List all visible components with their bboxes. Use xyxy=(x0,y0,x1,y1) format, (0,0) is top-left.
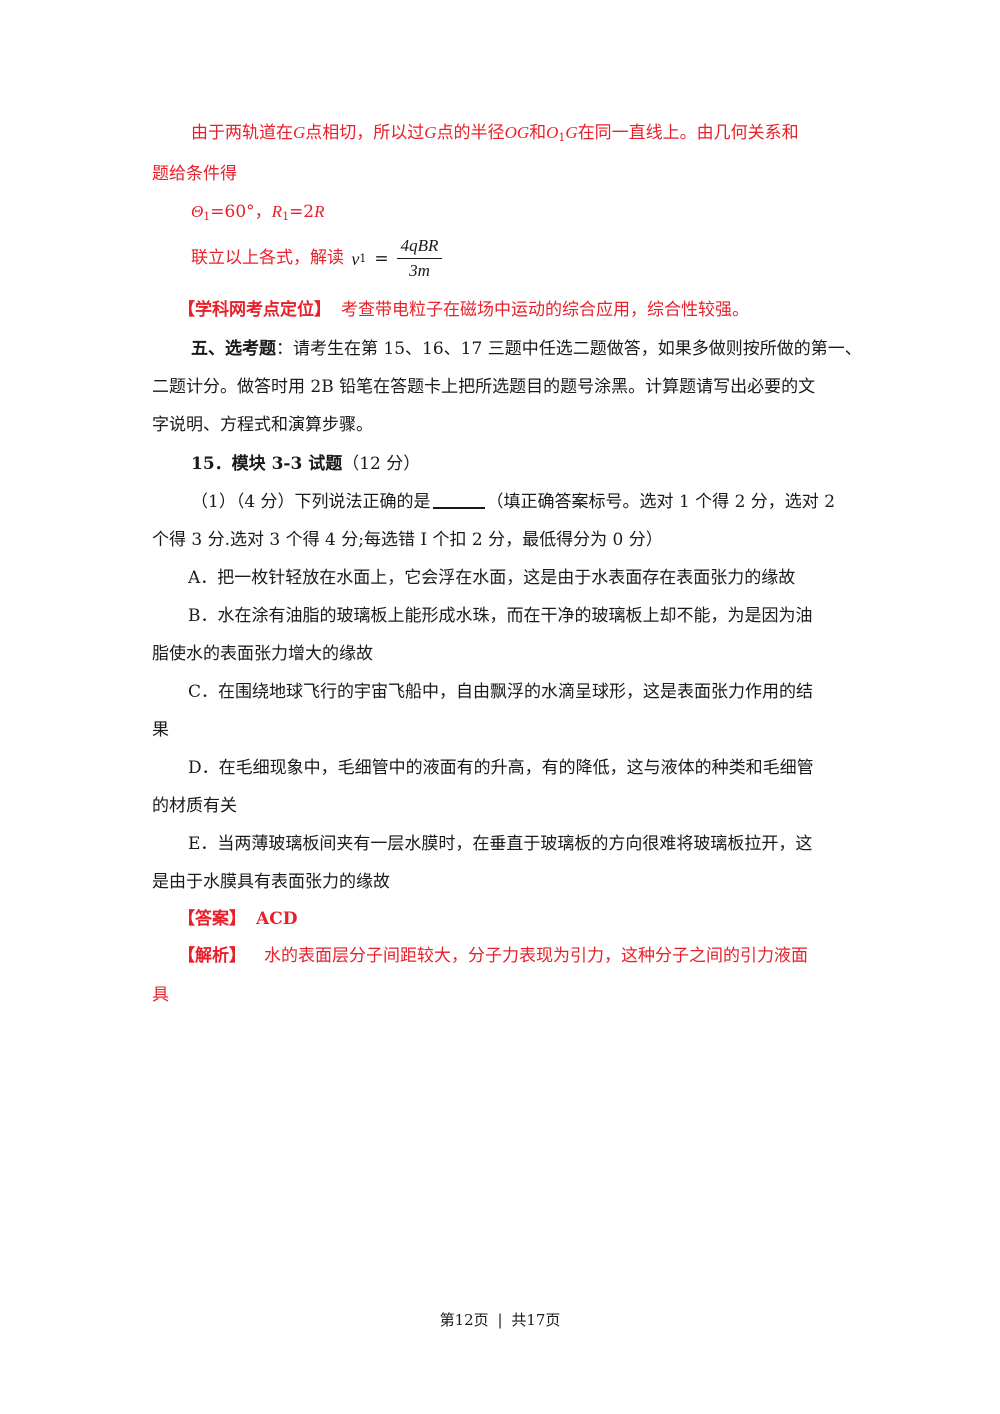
solution-text-line: 题给条件得 xyxy=(152,164,237,184)
question-stem-line: （1）（4 分）下列说法正确的是 （填正确答案标号。选对 1 个得 2 分，选对 … xyxy=(191,490,835,514)
symbol-G: G xyxy=(565,123,578,142)
current-page: 第12页 xyxy=(439,1311,489,1329)
symbol-O: O xyxy=(546,123,559,142)
option-e-cont: 是由于水膜具有表面张力的缘故 xyxy=(152,872,390,892)
answer-value: ACD xyxy=(256,909,298,929)
text: 由于两轨道在 xyxy=(191,123,293,143)
value: =2 xyxy=(289,202,315,222)
exam-point-label: 【学科网考点定位】 xyxy=(178,300,331,320)
option-b: B．水在涂有油脂的玻璃板上能形成水珠，而在干净的玻璃板上却不能，为是因为油 xyxy=(188,606,813,626)
solution-text-line: 由于两轨道在G点相切，所以过G点的半径OG和O1G在同一直线上。由几何关系和 xyxy=(191,121,799,150)
symbol-theta: Θ xyxy=(191,202,204,221)
stem-text: （1）（4 分）下列说法正确的是 xyxy=(191,492,431,512)
text: 在同一直线上。由几何关系和 xyxy=(577,123,799,143)
exam-point-text: 考查带电粒子在磁场中运动的综合应用，综合性较强。 xyxy=(341,300,749,320)
symbol-G: G xyxy=(424,123,437,142)
equals-sign: = xyxy=(374,248,389,269)
question-score: （12 分） xyxy=(342,454,421,474)
symbol-v: v xyxy=(351,248,360,269)
subscript: 1 xyxy=(203,210,211,223)
option-c: C．在围绕地球飞行的宇宙飞船中，自由飘浮的水滴呈球形，这是表面张力作用的结 xyxy=(188,682,814,702)
text: 和 xyxy=(529,123,547,143)
option-c-cont: 果 xyxy=(152,720,169,740)
subscript: 1 xyxy=(558,131,566,144)
page-footer: 第12页 | 共17页 xyxy=(0,1309,1000,1330)
analysis-line: 【解析】水的表面层分子间距较大，分子力表现为引力，这种分子之间的引力液面 xyxy=(178,944,808,968)
question-title: 15．模块 3-3 试题（12 分） xyxy=(191,452,420,476)
fraction-bar xyxy=(396,258,443,259)
footer-separator: | xyxy=(497,1311,503,1329)
total-pages: 共17页 xyxy=(511,1311,561,1329)
analysis-label: 【解析】 xyxy=(178,946,246,966)
fraction-denominator: 3m xyxy=(409,261,430,280)
text: 点相切，所以过 xyxy=(305,123,425,143)
exam-point-line: 【学科网考点定位】考查带电粒子在磁场中运动的综合应用，综合性较强。 xyxy=(178,298,749,322)
answer-line: 【答案】 ACD xyxy=(178,907,297,931)
symbol-OG: OG xyxy=(504,123,530,142)
instruction-text-line: 二题计分。做答时用 2B 铅笔在答题卡上把所选题目的题号涂黑。计算题请写出必要的… xyxy=(152,377,816,397)
symbol-R: R xyxy=(271,202,283,221)
section-title: 五、选考题 xyxy=(191,339,276,359)
question-stem-line: 个得 3 分.选对 3 个得 4 分;每选错 I 个扣 2 分，最低得分为 0 … xyxy=(152,530,663,550)
option-b-cont: 脂使水的表面张力增大的缘故 xyxy=(152,644,373,664)
instruction-text-line: 字说明、方程式和演算步骤。 xyxy=(152,415,373,435)
option-e: E．当两薄玻璃板间夹有一层水膜时，在垂直于玻璃板的方向很难将玻璃板拉开，这 xyxy=(188,834,813,854)
result-line: Θ1=60°，R1=2R xyxy=(191,200,325,229)
instruction-text: ：请考生在第 15、16、17 三题中任选二题做答，如果多做则按所做的第一、 xyxy=(276,339,862,359)
subscript: 1 xyxy=(359,251,367,265)
answer-blank xyxy=(432,491,485,509)
value: =60°， xyxy=(210,202,272,222)
analysis-text-line: 具 xyxy=(152,985,169,1005)
text: 点的半径 xyxy=(436,123,505,143)
answer-label: 【答案】 xyxy=(178,909,246,929)
fraction: 4qBR 3m xyxy=(396,236,443,281)
section-heading-line: 五、选考题：请考生在第 15、16、17 三题中任选二题做答，如果多做则按所做的… xyxy=(191,337,862,361)
stem-text: （填正确答案标号。选对 1 个得 2 分，选对 2 xyxy=(486,492,836,512)
text: 联立以上各式，解读 xyxy=(191,248,344,268)
symbol-G: G xyxy=(293,123,306,142)
option-d-cont: 的材质有关 xyxy=(152,796,237,816)
fraction-numerator: 4qBR xyxy=(400,236,439,255)
analysis-text: 水的表面层分子间距较大，分子力表现为引力，这种分子之间的引力液面 xyxy=(264,946,808,966)
question-number: 15．模块 3-3 试题 xyxy=(191,454,343,474)
option-d: D．在毛细现象中，毛细管中的液面有的升高，有的降低，这与液体的种类和毛细管 xyxy=(188,758,814,778)
symbol-R: R xyxy=(314,202,325,221)
subscript: 1 xyxy=(282,210,290,223)
option-a: A．把一枚针轻放在水面上，它会浮在水面，这是由于水表面存在表面张力的缘故 xyxy=(188,568,796,588)
